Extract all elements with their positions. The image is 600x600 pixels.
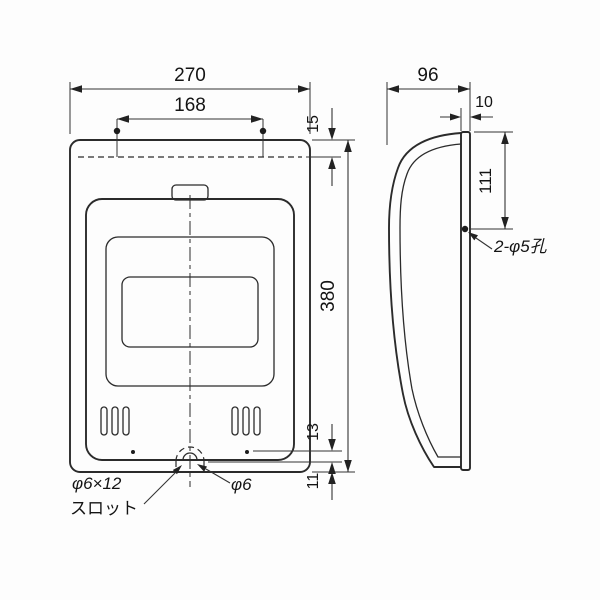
- dim-mid-offset-label: 13: [305, 423, 322, 441]
- slot-name-label: スロット: [70, 499, 138, 518]
- hook-point-right: [259, 127, 267, 135]
- front-view: [69, 139, 311, 487]
- slot-callout: φ6×12 スロット: [70, 465, 182, 518]
- front-dimensions: 270 168 15 380: [69, 65, 355, 518]
- slot-dashed-arc: [175, 446, 205, 462]
- cover-profile-inner: [399, 143, 462, 458]
- back-plate-outline: [460, 131, 471, 471]
- vent-slot: [111, 406, 119, 436]
- vent-slot: [242, 406, 250, 436]
- vent-slots-left: [100, 406, 130, 436]
- mounting-holes-callout: 2-φ5孔: [468, 232, 548, 256]
- side-view: [388, 131, 471, 471]
- dim-96: 96: [386, 65, 471, 145]
- dim-top-offset-label: 15: [305, 115, 322, 133]
- dim-11: 11: [305, 472, 336, 500]
- screw-dot-left: [131, 450, 135, 454]
- mounting-hole: [461, 225, 469, 233]
- slot-dashed-stubs: [175, 461, 205, 470]
- dim-bottom-offset-label: 11: [305, 473, 322, 490]
- hole-callout: φ6: [197, 464, 252, 494]
- dim-168: 168: [113, 95, 267, 157]
- hole-diameter-label: φ6: [231, 475, 252, 494]
- hook-point-left: [113, 127, 121, 135]
- dim-15: 15: [305, 108, 355, 186]
- mounting-holes-label: 2-φ5孔: [493, 237, 548, 256]
- slot-size-label: φ6×12: [72, 474, 122, 493]
- vent-slot: [253, 406, 261, 436]
- vent-slot: [122, 406, 130, 436]
- dim-270: 270: [69, 65, 311, 134]
- screw-dot-right: [245, 450, 249, 454]
- cover-profile-outer: [388, 132, 462, 468]
- dim-10: 10: [440, 94, 493, 131]
- dim-plate-thickness-label: 10: [475, 94, 493, 111]
- dim-13: 13: [208, 423, 342, 474]
- dim-width-label: 270: [174, 65, 206, 86]
- slot-notch: [182, 452, 198, 461]
- front-body-outline: [69, 139, 311, 473]
- dim-hole-position-label: 111: [476, 168, 495, 194]
- vent-slot: [231, 406, 239, 436]
- dim-height-label: 380: [318, 280, 339, 312]
- dim-380: 380: [312, 140, 355, 473]
- side-dimensions: 96 10 111 2-φ5孔: [386, 65, 548, 256]
- vent-slot: [100, 406, 108, 436]
- dim-111: 111: [470, 131, 513, 230]
- dim-depth-label: 96: [417, 65, 438, 86]
- dim-inner-width-label: 168: [174, 95, 206, 116]
- vent-slots-right: [231, 406, 261, 436]
